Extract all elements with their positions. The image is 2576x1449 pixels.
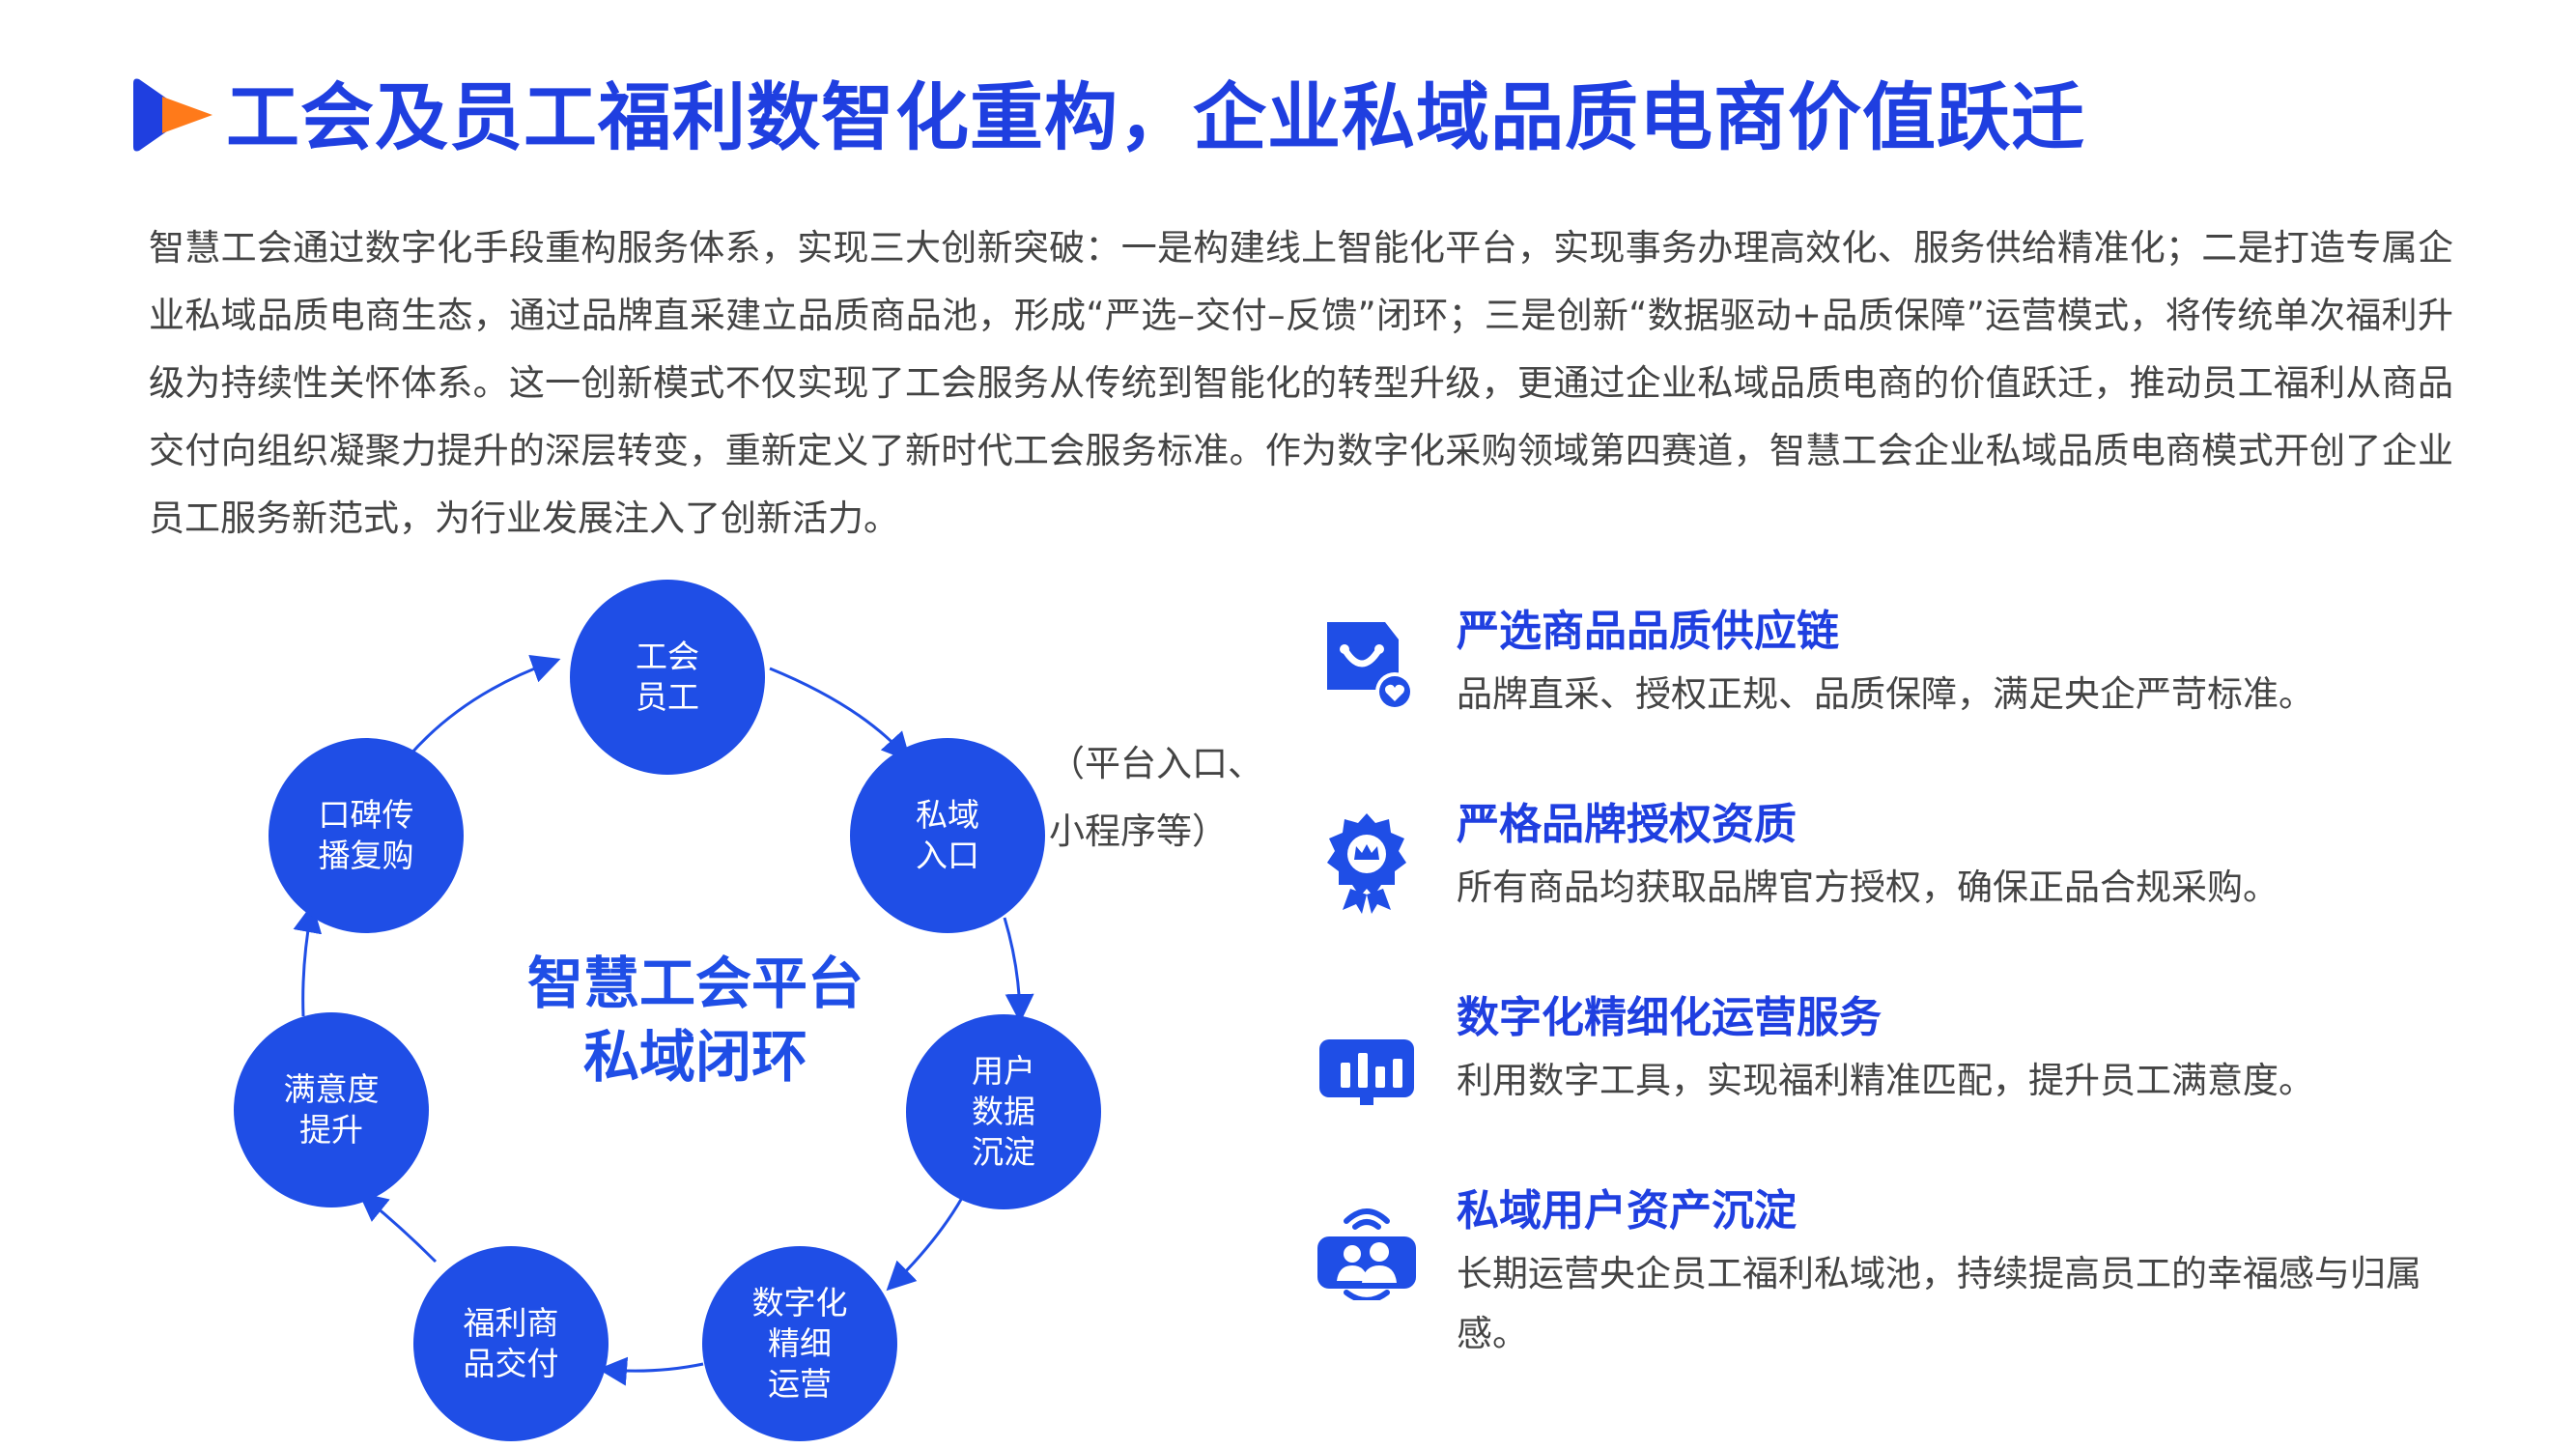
user-group-signal-icon <box>1317 1208 1416 1300</box>
cycle-node-digital-operation: 数字化 精细 运营 <box>702 1246 897 1441</box>
arrow-4 <box>598 1356 704 1386</box>
feature-desc: 利用数字工具，实现福利精准匹配，提升员工满意度。 <box>1457 1060 2314 1101</box>
page-title: 工会及员工福利数智化重构，企业私域品质电商价值跃迁 <box>226 74 2085 160</box>
feature-title: 数字化精细化运营服务 <box>1457 993 1882 1042</box>
arrow-1 <box>769 667 912 762</box>
feature-desc: 所有商品均获取品牌官方授权，确保正品合规采购。 <box>1457 867 2279 908</box>
cycle-center-title: 智慧工会平台 私域闭环 <box>526 951 863 1090</box>
bar-chart-monitor-icon <box>1319 1039 1414 1105</box>
cycle-arrows <box>293 654 1034 1386</box>
arrow-7 <box>408 654 561 756</box>
arrow-3 <box>886 1197 964 1292</box>
award-badge-icon <box>1327 813 1406 914</box>
intro-paragraph: 智慧工会通过数字化手段重构服务体系，实现三大创新突破：一是构建线上智能化平台，实… <box>149 227 2453 539</box>
cycle-node-union-employees: 工会 员工 <box>570 580 765 775</box>
arrow-2 <box>1003 917 1034 1023</box>
feature-desc: 品牌直采、授权正规、品质保障，满足央企严苛标准。 <box>1457 673 2314 715</box>
feature-desc: 长期运营央企员工福利私域池，持续提高员工的幸福感与归属感。 <box>1457 1253 2421 1354</box>
cycle-node-satisfaction: 满意度 提升 <box>234 1012 429 1208</box>
feature-title: 严选商品品质供应链 <box>1457 607 1839 656</box>
cycle-node-user-data: 用户 数据 沉淀 <box>906 1014 1101 1209</box>
cycle-node-welfare-delivery: 福利商 品交付 <box>413 1246 609 1441</box>
feature-title: 严格品牌授权资质 <box>1457 800 1797 849</box>
cycle-node-word-of-mouth: 口碑传 播复购 <box>269 738 464 933</box>
arrow-6 <box>293 903 323 1017</box>
brand-logo-icon <box>133 78 212 152</box>
cycle-note: （平台入口、 小程序等） <box>1049 743 1263 852</box>
feature-title: 私域用户资产沉淀 <box>1457 1186 1797 1236</box>
arrow-5 <box>358 1192 438 1264</box>
cycle-node-private-entry: 私域 入口 <box>850 738 1045 933</box>
shopping-bag-heart-icon <box>1327 622 1414 711</box>
